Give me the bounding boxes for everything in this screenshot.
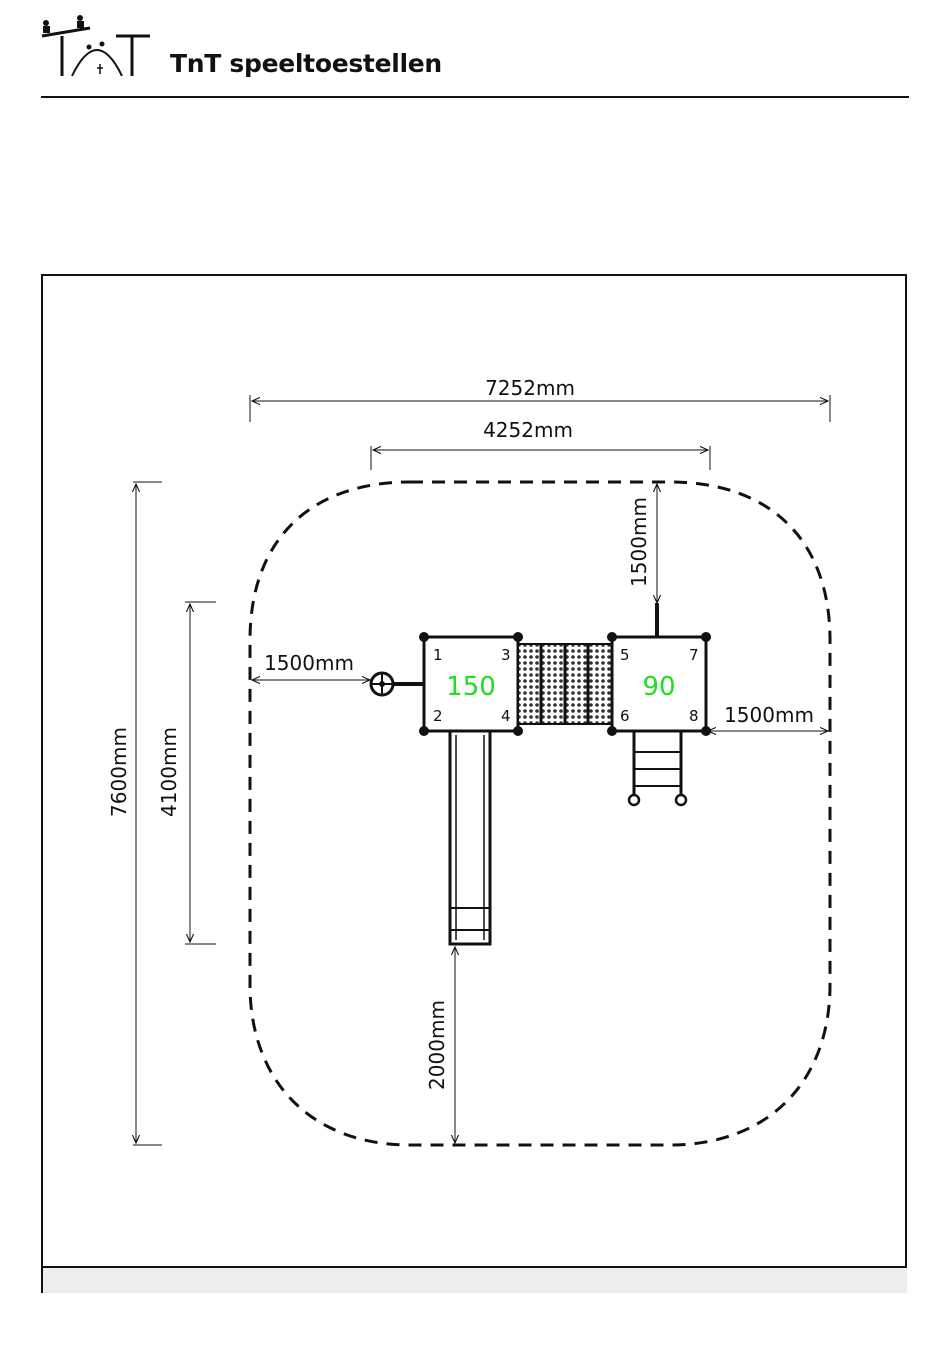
mesh-bridge: [518, 644, 612, 724]
dimension-right-clearance: 1500mm: [708, 703, 828, 731]
dimension-left-clearance: 1500mm: [252, 651, 370, 680]
platform-height-right: 90: [642, 672, 675, 702]
ladder: [629, 731, 686, 805]
dimension-structure-depth: 4100mm: [157, 602, 216, 944]
slide: [450, 731, 490, 944]
steering-wheel: [371, 673, 424, 695]
post-label-7: 7: [689, 646, 699, 664]
platform-left: 1 3 2 4 150: [419, 632, 523, 736]
post-label-4: 4: [501, 707, 511, 725]
platform-right: 5 7 6 8 90: [607, 632, 711, 736]
dimension-label-slide-clearance: 2000mm: [425, 1000, 449, 1090]
dimension-total-depth: 7600mm: [107, 482, 162, 1145]
safety-zone-outline: [250, 482, 830, 1145]
post-label-8: 8: [689, 707, 699, 725]
post-label-1: 1: [433, 646, 443, 664]
platform-height-left: 150: [446, 672, 496, 702]
dimension-label-top-clearance: 1500mm: [627, 497, 651, 587]
dimension-structure-width: 4252mm: [371, 418, 710, 470]
post-label-5: 5: [620, 646, 630, 664]
dimension-label-structure-depth: 4100mm: [157, 727, 181, 817]
dimension-label-total-width: 7252mm: [485, 376, 575, 400]
dimension-top-clearance: 1500mm: [627, 484, 657, 603]
dimension-label-left-clearance: 1500mm: [264, 651, 354, 675]
post-label-2: 2: [433, 707, 443, 725]
post-label-6: 6: [620, 707, 630, 725]
dimension-total-width: 7252mm: [250, 376, 830, 422]
dimension-label-total-depth: 7600mm: [107, 727, 131, 817]
post-label-3: 3: [501, 646, 511, 664]
dimension-slide-clearance: 2000mm: [425, 947, 455, 1143]
dimension-label-structure-width: 4252mm: [483, 418, 573, 442]
dimension-label-right-clearance: 1500mm: [724, 703, 814, 727]
